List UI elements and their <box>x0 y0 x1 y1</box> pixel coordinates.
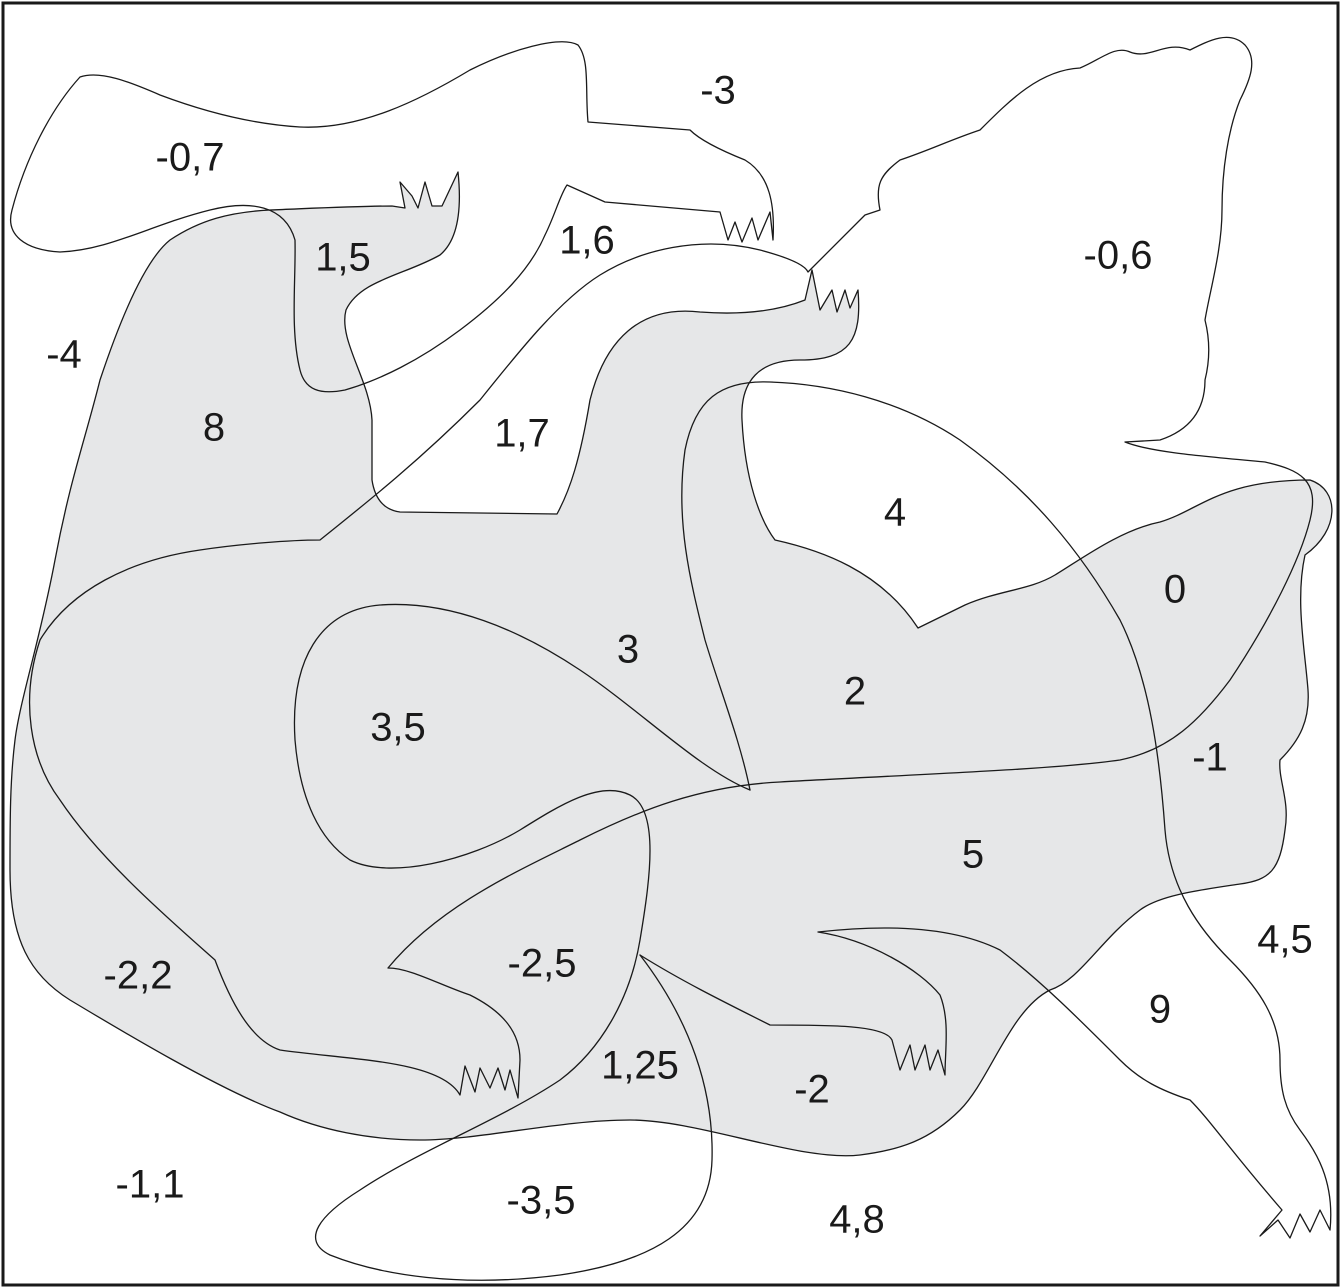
label-9: 9 <box>1149 988 1171 1032</box>
label-1-5: 1,5 <box>315 236 371 280</box>
outline-inner-loop <box>293 603 751 1281</box>
label-4-5: 4,5 <box>1257 918 1313 962</box>
label-neg-2-2: -2,2 <box>104 954 173 998</box>
shaded-lizard-shape <box>9 171 1333 1157</box>
outline-top-left-lizard <box>10 41 775 393</box>
label-5: 5 <box>962 833 984 877</box>
label-0: 0 <box>1164 568 1186 612</box>
label-neg-2: -2 <box>794 1068 830 1112</box>
label-neg-0-7: -0,7 <box>156 136 225 180</box>
label-neg-3: -3 <box>700 69 736 113</box>
label-1-25: 1,25 <box>601 1044 679 1088</box>
label-4: 4 <box>884 491 906 535</box>
label-neg-1-1: -1,1 <box>116 1163 185 1207</box>
label-8: 8 <box>203 406 225 450</box>
outline-top-right-lizard <box>28 36 1314 1099</box>
label-neg-1: -1 <box>1192 736 1228 780</box>
label-neg-2-5: -2,5 <box>508 942 577 986</box>
label-neg-3-5: -3,5 <box>507 1179 576 1223</box>
label-neg-0-6: -0,6 <box>1084 234 1153 278</box>
label-3: 3 <box>617 628 639 672</box>
label-1-7: 1,7 <box>494 412 550 456</box>
label-1-6: 1,6 <box>559 219 615 263</box>
outline-right-lizard <box>639 381 1332 1239</box>
label-neg-4: -4 <box>46 333 82 377</box>
label-2: 2 <box>844 670 866 714</box>
label-3-5: 3,5 <box>370 706 426 750</box>
label-4-8: 4,8 <box>829 1198 885 1242</box>
